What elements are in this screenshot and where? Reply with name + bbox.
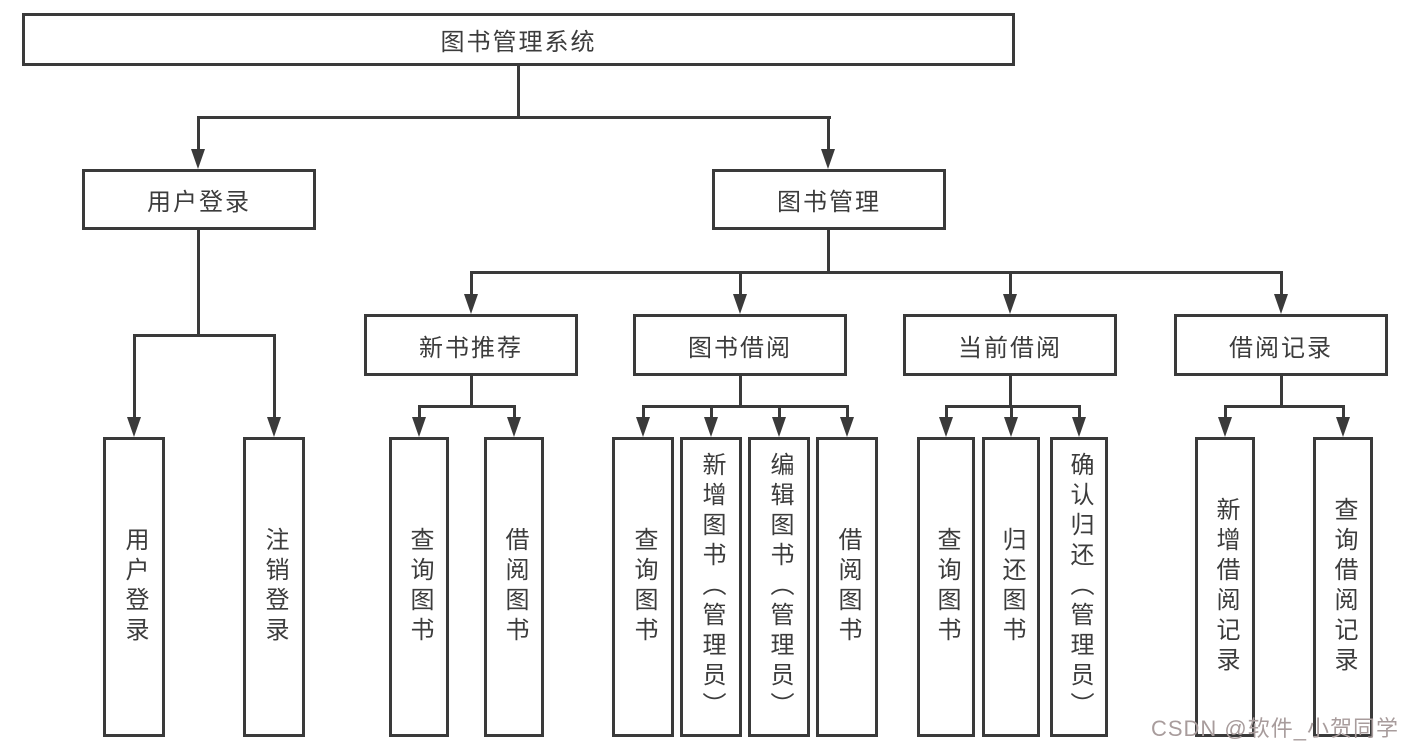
csdn-watermark: CSDN @软件_小贺同学 — [1150, 716, 1399, 741]
connector-drop-borrow-record — [1280, 271, 1283, 296]
arrowhead-leaf-query-borrow-record — [1336, 417, 1350, 437]
leaf-add-books-admin: 新增图书（管理员） — [680, 437, 742, 737]
node-label: 图书借阅 — [688, 334, 792, 362]
arrowhead-leaf-add-books-admin — [704, 417, 718, 437]
connector-drop-leaf-query-books-borrow — [642, 405, 645, 420]
arrowhead-borrow-record — [1274, 294, 1288, 314]
connector-book-borrow-bus — [642, 405, 849, 408]
node-label: 新书推荐 — [419, 334, 523, 362]
leaf-query-borrow-record: 查询借阅记录 — [1313, 437, 1373, 737]
connector-user-login-bus — [133, 334, 276, 337]
node-label: 查询图书 — [406, 527, 433, 647]
arrowhead-leaf-user-login — [127, 417, 141, 437]
node-label: 借阅记录 — [1229, 334, 1333, 362]
connector-book-borrow-vertical — [739, 373, 742, 407]
node-label: 当前借阅 — [958, 334, 1062, 362]
arrowhead-book-management — [821, 149, 835, 169]
arrowhead-leaf-add-borrow-record — [1218, 417, 1232, 437]
node-borrow-record: 借阅记录 — [1174, 314, 1388, 376]
arrowhead-leaf-query-books-recommend — [412, 417, 426, 437]
node-user-login: 用户登录 — [82, 169, 316, 230]
node-label: 新增借阅记录 — [1212, 497, 1239, 677]
arrowhead-leaf-borrow-books-recommend — [507, 417, 521, 437]
node-book-management: 图书管理 — [712, 169, 946, 230]
node-label: 查询图书 — [933, 527, 960, 647]
node-label: 查询图书 — [630, 527, 657, 647]
node-label: 借阅图书 — [501, 527, 528, 647]
connector-drop-new-book-recommend — [470, 271, 473, 296]
connector-drop-leaf-borrow-books-recommend — [513, 405, 516, 420]
leaf-query-books-borrow: 查询图书 — [612, 437, 674, 737]
node-label: 用户登录 — [147, 189, 251, 216]
connector-drop-book-management — [827, 116, 830, 150]
arrowhead-leaf-query-books-borrow — [636, 417, 650, 437]
arrowhead-leaf-return-books — [1004, 417, 1018, 437]
connector-drop-user-login — [197, 116, 200, 150]
connector-drop-leaf-add-books-admin — [710, 405, 713, 420]
connector-drop-leaf-user-login — [133, 334, 136, 418]
node-label: 注销登录 — [261, 527, 288, 647]
node-new-book-recommend: 新书推荐 — [364, 314, 578, 376]
arrowhead-current-borrow — [1003, 294, 1017, 314]
arrowhead-book-borrow — [733, 294, 747, 314]
connector-level3-bus — [470, 271, 1283, 274]
node-label: 确认归还（管理员） — [1066, 452, 1093, 722]
arrowhead-leaf-edit-books-admin — [772, 417, 786, 437]
connector-drop-leaf-return-books — [1010, 405, 1013, 420]
leaf-borrow-books: 借阅图书 — [816, 437, 878, 737]
connector-root-vertical — [517, 64, 520, 118]
node-root-library-system: 图书管理系统 — [22, 13, 1015, 66]
node-label: 查询借阅记录 — [1330, 497, 1357, 677]
leaf-query-books-current: 查询图书 — [917, 437, 975, 737]
node-label: 图书管理系统 — [440, 29, 597, 56]
arrowhead-user-login — [191, 149, 205, 169]
leaf-edit-books-admin: 编辑图书（管理员） — [748, 437, 810, 737]
node-label: 新增图书（管理员） — [698, 452, 725, 722]
node-label: 归还图书 — [998, 527, 1025, 647]
leaf-query-books-recommend: 查询图书 — [389, 437, 449, 737]
connector-drop-leaf-add-borrow-record — [1224, 405, 1227, 420]
connector-current-borrow-vertical — [1009, 373, 1012, 407]
arrowhead-new-book-recommend — [464, 294, 478, 314]
connector-user-login-vertical — [197, 229, 200, 336]
arrowhead-leaf-confirm-return — [1072, 417, 1086, 437]
arrowhead-leaf-borrow-books — [840, 417, 854, 437]
leaf-user-login: 用户登录 — [103, 437, 165, 737]
arrowhead-leaf-logout — [267, 417, 281, 437]
connector-drop-leaf-query-books-recommend — [418, 405, 421, 420]
leaf-logout: 注销登录 — [243, 437, 305, 737]
node-label: 借阅图书 — [834, 527, 861, 647]
leaf-return-books: 归还图书 — [982, 437, 1040, 737]
node-book-borrow: 图书借阅 — [633, 314, 847, 376]
connector-new-book-recommend-vertical — [470, 373, 473, 407]
connector-drop-leaf-edit-books-admin — [778, 405, 781, 420]
connector-book-management-vertical — [827, 229, 830, 274]
connector-drop-leaf-query-borrow-record — [1342, 405, 1345, 420]
leaf-add-borrow-record: 新增借阅记录 — [1195, 437, 1255, 737]
connector-drop-leaf-query-books-current — [945, 405, 948, 420]
connector-drop-leaf-borrow-books — [846, 405, 849, 420]
node-label: 用户登录 — [121, 527, 148, 647]
node-label: 图书管理 — [777, 189, 881, 216]
connector-drop-current-borrow — [1009, 271, 1012, 296]
connector-drop-book-borrow — [739, 271, 742, 296]
connector-borrow-record-vertical — [1280, 373, 1283, 407]
connector-borrow-record-bus — [1224, 405, 1345, 408]
node-label: 编辑图书（管理员） — [766, 452, 793, 722]
leaf-confirm-return-admin: 确认归还（管理员） — [1050, 437, 1108, 737]
arrowhead-leaf-query-books-current — [939, 417, 953, 437]
connector-level2-bus — [197, 116, 831, 119]
connector-current-borrow-bus — [945, 405, 1081, 408]
connector-drop-leaf-logout — [273, 334, 276, 418]
node-current-borrow: 当前借阅 — [903, 314, 1117, 376]
connector-new-book-recommend-bus — [418, 405, 516, 408]
connector-drop-leaf-confirm-return — [1078, 405, 1081, 420]
leaf-borrow-books-recommend: 借阅图书 — [484, 437, 544, 737]
